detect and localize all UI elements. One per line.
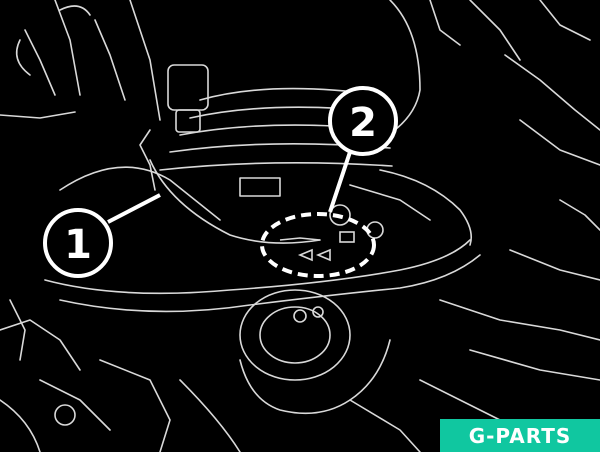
callout-2-leader [328,151,352,213]
connector-detail [279,231,355,262]
callout-2-number: 2 [349,100,377,146]
callout-1-leader [107,193,161,224]
callout-1-number: 1 [64,222,92,268]
brand-badge: G-PARTS [440,419,600,452]
highlight-ellipse [260,212,376,278]
callout-1: 1 [43,208,113,278]
callout-2: 2 [328,86,398,156]
